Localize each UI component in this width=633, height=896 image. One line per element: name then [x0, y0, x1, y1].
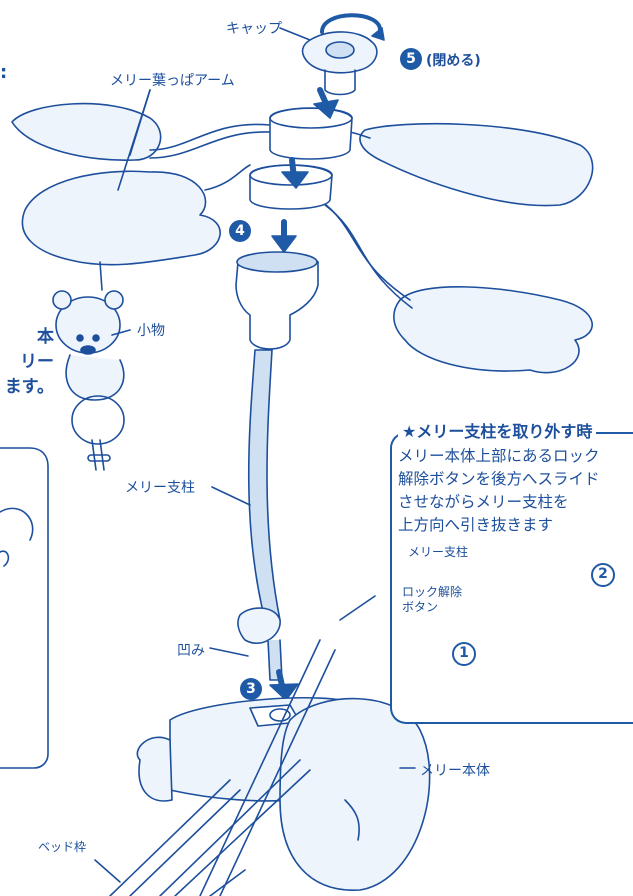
cap-label: キャップ	[226, 21, 282, 37]
inset-pole-label: メリー支柱	[408, 545, 469, 559]
merry-body-label: メリー本体	[420, 763, 490, 779]
step-5-text: (閉める)	[426, 53, 481, 69]
step-4-badge: 4	[229, 220, 251, 242]
leaf-arm-left-upper	[11, 102, 162, 162]
left-text-line-1: 本	[37, 327, 54, 347]
leaf-arm-left-big	[21, 170, 221, 266]
leaf-arm-label: メリー葉っぱアーム	[110, 73, 235, 89]
merry-pole-label: メリー支柱	[125, 480, 195, 496]
left-text-line-2: リー	[20, 352, 54, 372]
bed-frame-label: ベッド枠	[38, 840, 87, 854]
merry-pole	[247, 349, 281, 621]
merry-body-drum	[279, 697, 431, 891]
removal-note-body: メリー本体上部にあるロック 解除ボタンを後方へスライド させながらメリー支柱を …	[398, 445, 630, 537]
leaf-arm-right-upper	[359, 122, 594, 207]
left-text-fragment: 本 リー ます。	[0, 325, 54, 400]
step-5-badge: 5	[400, 48, 422, 70]
dent-label: 凹み	[177, 643, 205, 659]
note-line-3: させながらメリー支柱を	[398, 493, 569, 511]
left-colon-fragment: :	[0, 62, 8, 83]
inset-lock-label-line-1: ロック解除	[402, 585, 463, 599]
inset-step-2-badge: 2	[591, 563, 615, 587]
inset-lock-label-line-2: ボタン	[402, 600, 439, 614]
removal-note-title: ★メリー支柱を取り外す時	[398, 418, 597, 442]
left-text-line-3: ます。	[4, 377, 54, 397]
leaf-arm-right-lower	[393, 286, 593, 374]
note-line-2: 解除ボタンを後方へスライド	[398, 470, 600, 488]
note-line-1: メリー本体上部にあるロック	[398, 447, 600, 465]
note-line-4: 上方向へ引き抜きます	[398, 516, 554, 534]
step-3-badge: 3	[240, 678, 262, 700]
inset-step-1-badge: 1	[452, 642, 476, 666]
small-item-label: 小物	[137, 323, 165, 339]
